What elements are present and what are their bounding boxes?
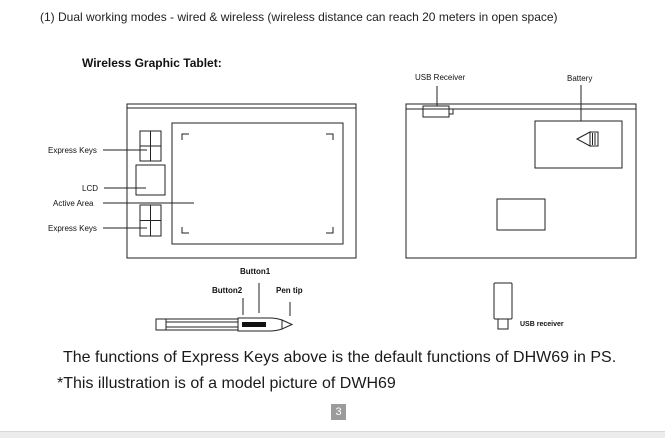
pen-side-buttons <box>242 322 266 327</box>
tablet-back-view: USB Receiver Battery <box>405 73 637 259</box>
model-picture-note: *This illustration is of a model picture… <box>57 375 396 392</box>
label-battery: Battery <box>567 74 592 83</box>
label-usb-receiver-bottom: USB receiver <box>520 321 564 328</box>
tablet-back-body <box>405 103 637 259</box>
battery-compartment <box>534 120 623 169</box>
label-button1: Button1 <box>240 267 271 276</box>
express-keys-top <box>139 130 162 162</box>
label-button2: Button2 <box>212 286 243 295</box>
active-area-corner-marks <box>181 133 334 234</box>
pen-end-cap <box>155 318 167 331</box>
label-plate <box>496 198 546 231</box>
battery-icon <box>575 131 599 147</box>
label-express-keys-bottom: Express Keys <box>48 224 97 233</box>
usb-receiver-slot <box>422 105 454 118</box>
bottom-bar <box>0 431 665 438</box>
label-pen-tip: Pen tip <box>276 286 303 295</box>
label-usb-receiver-top: USB Receiver <box>415 73 466 82</box>
express-keys-bottom <box>139 204 162 237</box>
page-heading: (1) Dual working modes - wired & wireles… <box>40 10 558 24</box>
express-keys-note: The functions of Express Keys above is t… <box>63 349 617 366</box>
usb-receiver-dongle: USB receiver <box>493 282 564 330</box>
diagram-subtitle: Wireless Graphic Tablet: <box>82 56 222 70</box>
label-active-area: Active Area <box>53 199 94 208</box>
usb-dongle-body <box>493 282 513 320</box>
page-number: 3 <box>331 404 346 420</box>
tablet-front-view: Express Keys LCD Active Area Express Key… <box>48 103 357 259</box>
tablet-front-body <box>126 103 357 259</box>
lcd-screen <box>135 164 166 196</box>
pen-tip <box>281 319 294 330</box>
pen-illustration: Button1 Button2 Pen tip <box>155 267 303 332</box>
usb-dongle-plug <box>497 318 509 330</box>
label-express-keys-top: Express Keys <box>48 146 97 155</box>
label-lcd: LCD <box>82 184 98 193</box>
active-area-frame <box>171 122 344 245</box>
